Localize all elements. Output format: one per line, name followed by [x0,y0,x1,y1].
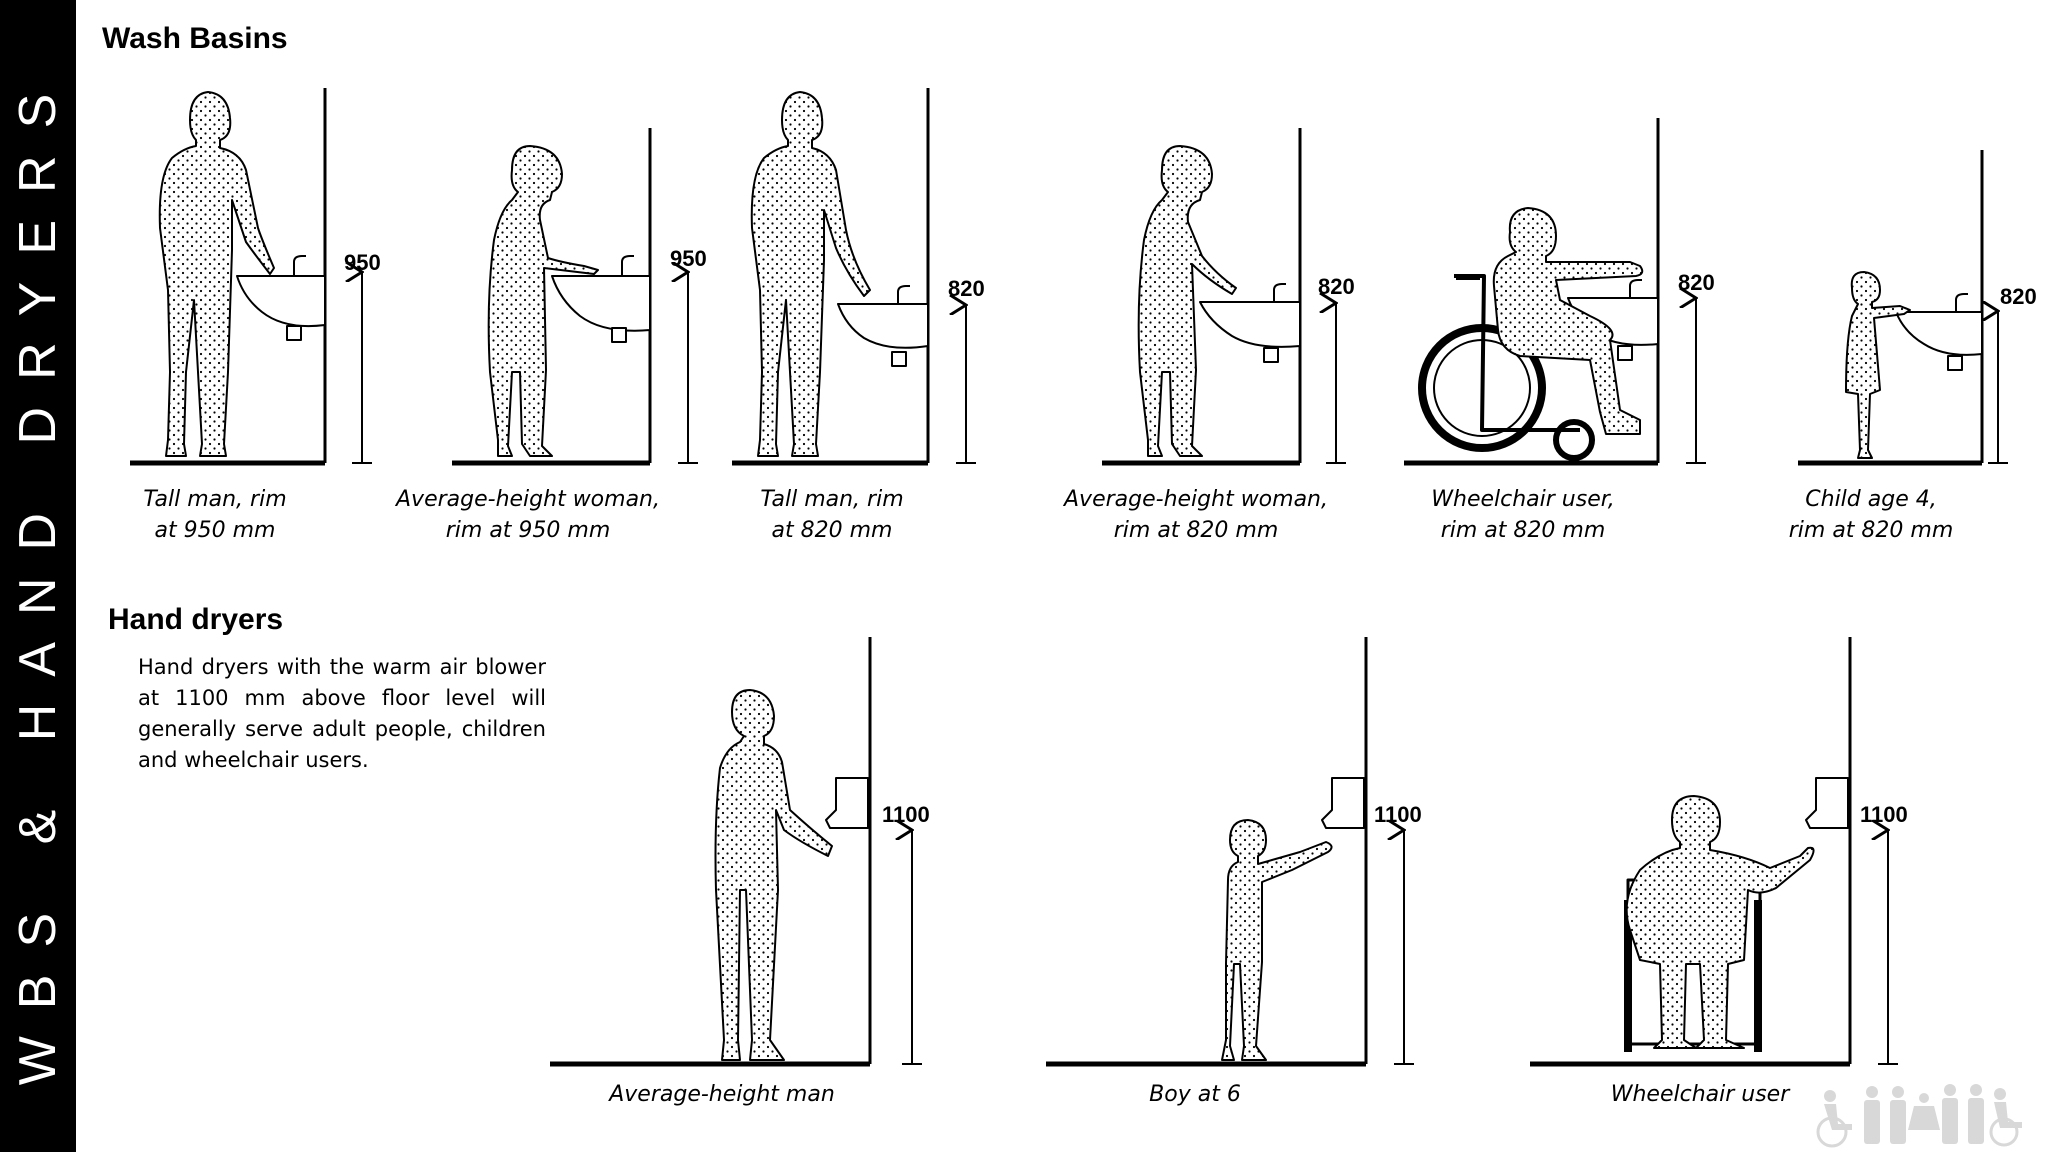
basin-caption-4: Average-height woman,rim at 820 mm [1064,487,1328,543]
basin-dim-label-3: 820 [948,276,985,301]
trap [1263,347,1279,363]
basin-panel-6 [1798,150,2008,466]
tap [1629,279,1642,298]
person-boy [1221,819,1333,1061]
basin-panel-2 [452,128,698,466]
basin-dim-label-5: 820 [1678,270,1715,295]
person-child [1845,271,1911,459]
basin-caption-2: Average-height woman,rim at 950 mm [396,487,660,543]
wheelchair-user-icon [1816,1090,1852,1148]
hand-dryers-description: Hand dryers with the warm air blower at … [138,655,546,772]
tap [897,285,910,304]
tap [1955,293,1968,312]
basin-dim-label-2: 950 [670,246,707,271]
basin-dim-label-4: 820 [1318,274,1355,299]
trap [611,327,627,343]
dryer-dim-label-2: 1100 [1374,802,1422,827]
dryer-caption-1: Average-height man [609,1082,835,1107]
wash-basins-heading: Wash Basins [102,22,288,55]
person-tall-man [158,91,275,457]
dryer-caption-2: Boy at 6 [1149,1082,1241,1107]
basin-dim-label-6: 820 [2000,284,2037,309]
person-tall-man [750,91,871,457]
trap [891,351,907,367]
basin-panel-1 [130,88,372,466]
side-bar: WBS & HAND DRYERS [0,0,76,1152]
trap [286,325,302,341]
tap [293,255,306,276]
dryer-dim-label-1: 1100 [882,802,930,827]
hand-dryers-heading: Hand dryers [108,603,284,636]
dryer-panel-2 [1046,637,1414,1067]
dryer-panel-3 [1530,637,1898,1067]
basin-caption-5: Wheelchair user,rim at 820 mm [1431,487,1615,543]
basin [1895,311,1983,356]
basin-caption-6: Child age 4,rim at 820 mm [1788,487,1954,543]
hand-dryer [1805,777,1849,829]
tap [621,255,634,276]
basin-panel-5 [1404,118,1706,466]
basin [551,275,651,332]
basin [236,275,326,328]
person-woman [487,145,599,457]
person-average-man [714,689,833,1061]
basin [837,303,929,349]
basin-dim-label-1: 950 [344,250,381,275]
dryer-dim-label-3: 1100 [1860,802,1908,827]
trap [1947,355,1963,371]
basin-panel-3 [732,88,976,466]
tap [1273,283,1286,302]
person-woman [1137,145,1237,457]
accessibility-logo [1816,1084,2022,1148]
hand-dryer [825,777,869,829]
person-icon [1864,1084,2022,1147]
person-wheelchair-user-front [1625,795,1815,1049]
person-wheelchair-user [1492,207,1644,435]
basin-panel-4 [1102,128,1346,466]
basin [1199,301,1301,348]
hand-dryer [1321,777,1365,829]
dryer-panel-1 [550,637,922,1067]
trap [1617,345,1633,361]
dryer-caption-3: Wheelchair user [1610,1082,1790,1107]
